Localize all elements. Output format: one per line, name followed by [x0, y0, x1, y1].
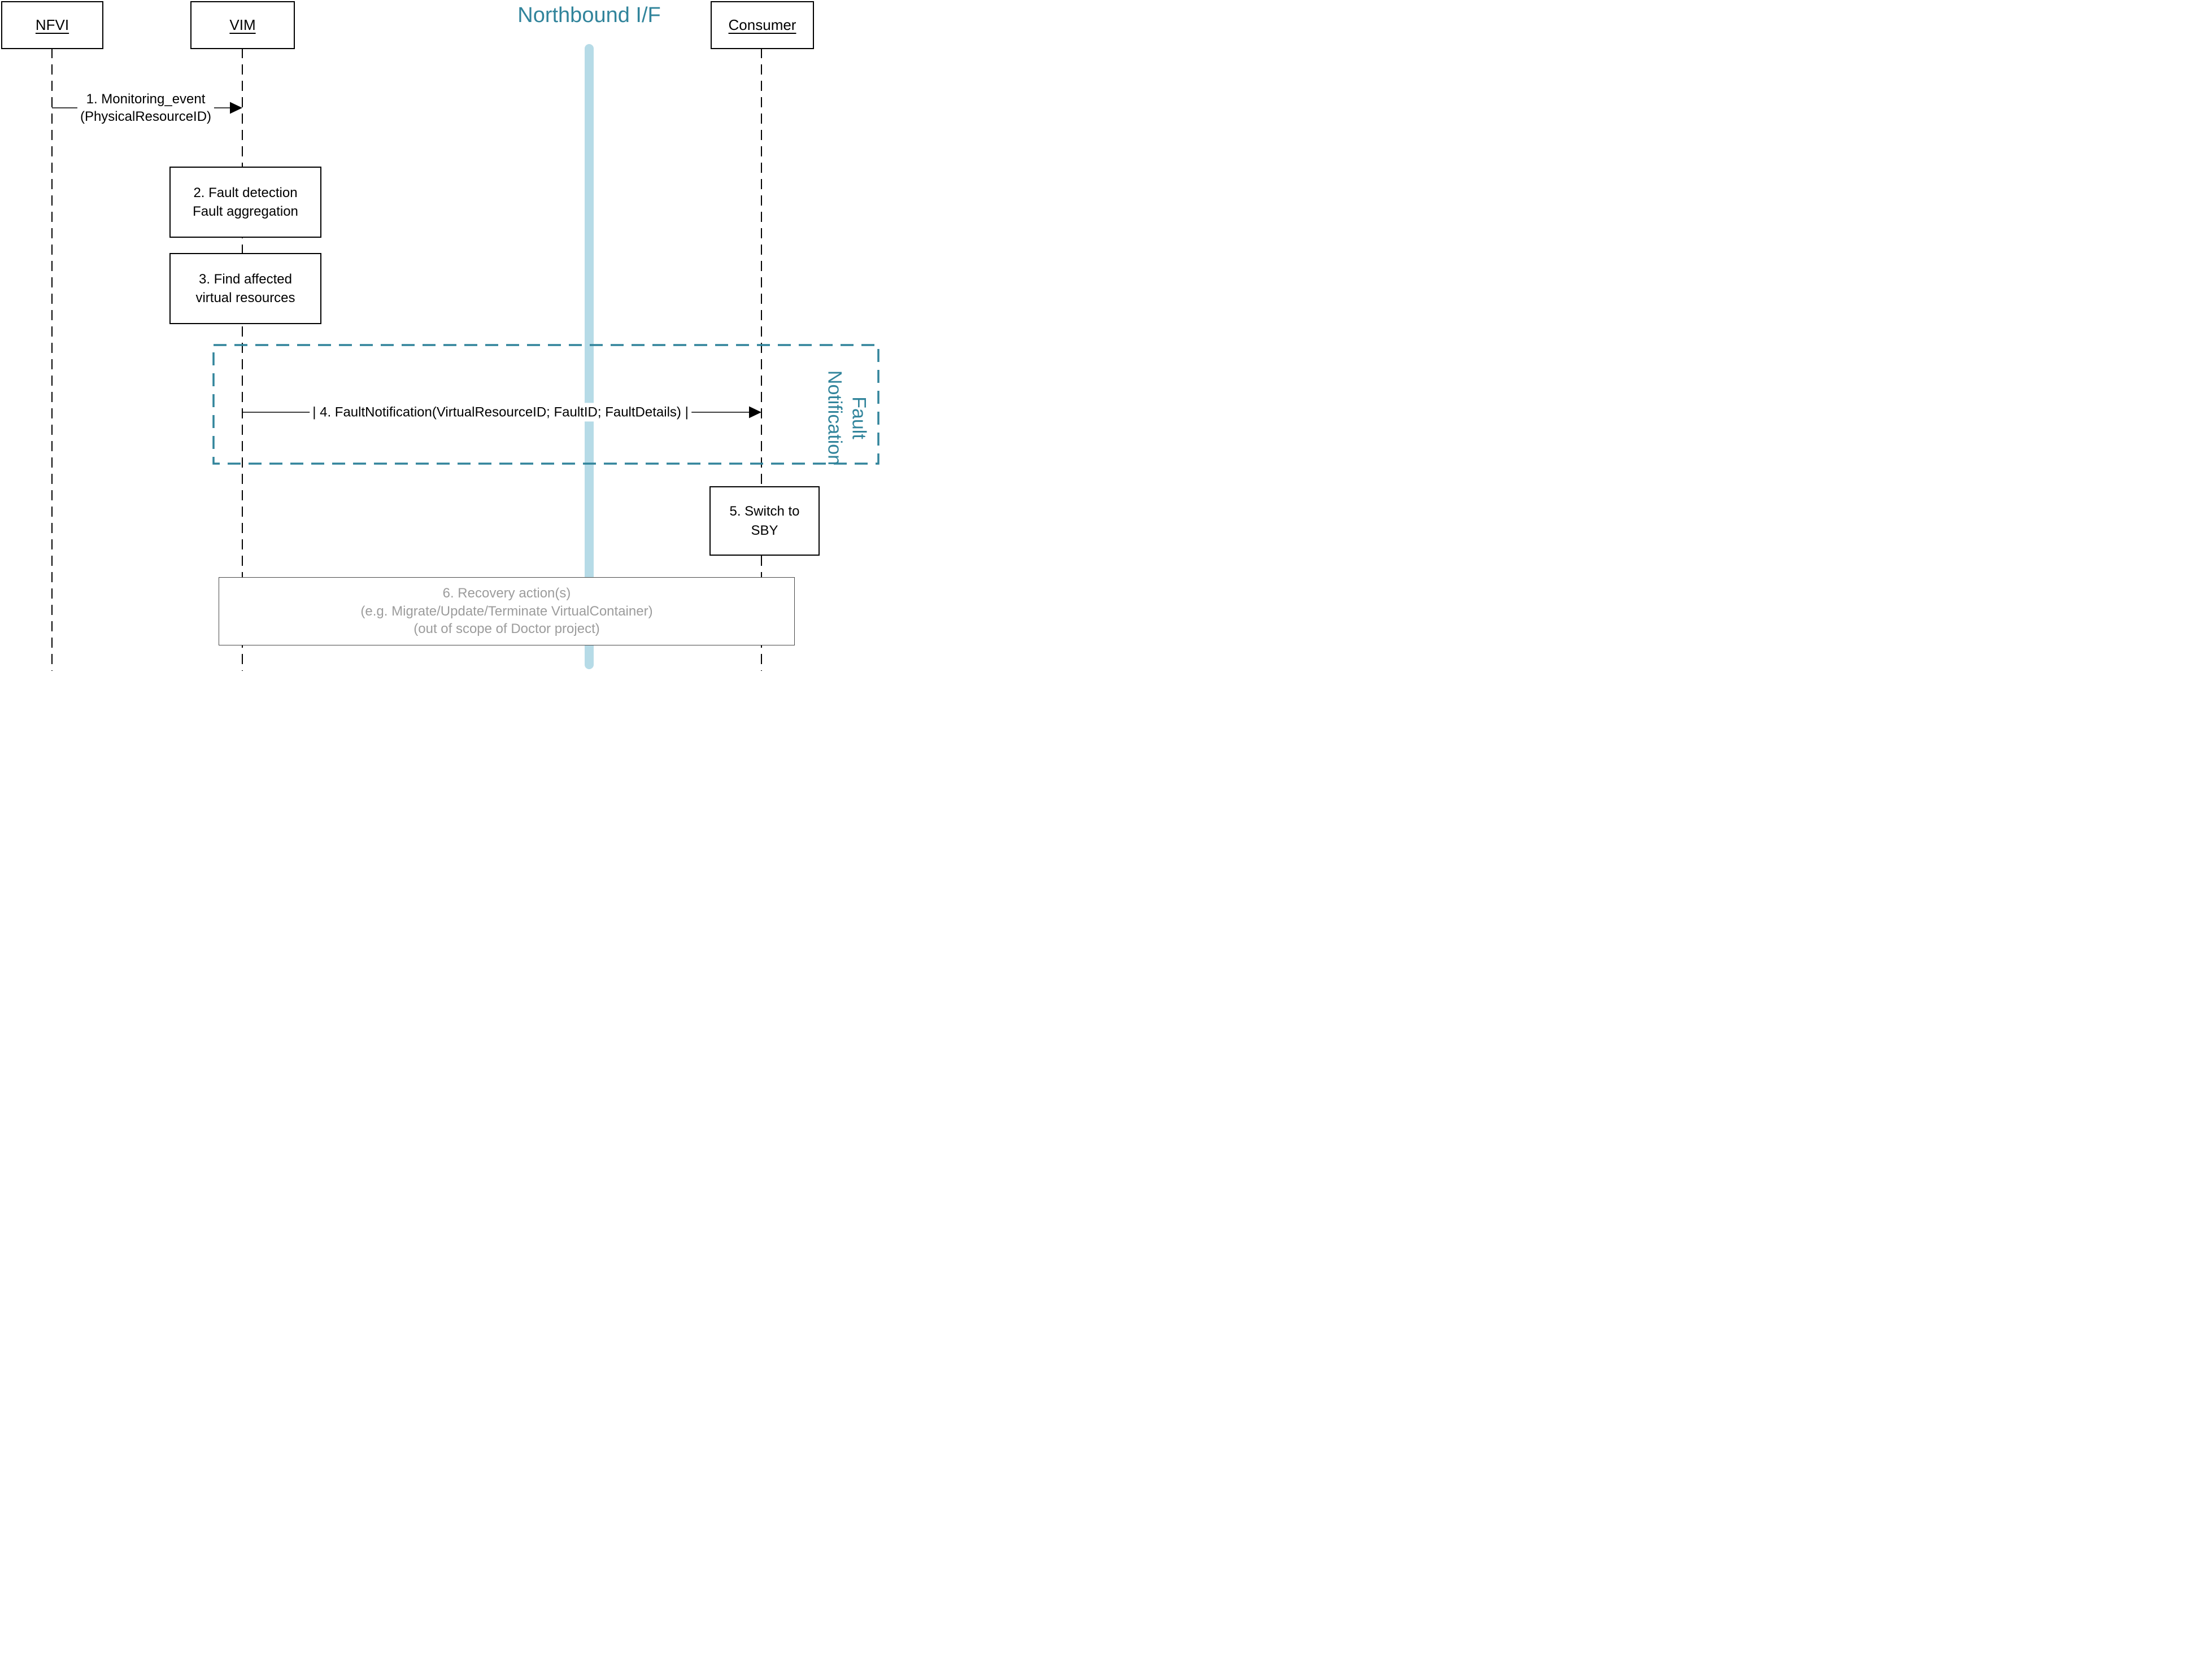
monitoring-event-label-line2: (PhysicalResourceID): [80, 109, 212, 124]
fault-detection-line2: Fault aggregation: [193, 204, 298, 219]
actor-box-vim: VIM: [190, 1, 295, 49]
northbound-title: Northbound I/F: [517, 3, 661, 27]
fault-notification-group-frame: [212, 344, 880, 465]
find-affected-line2: virtual resources: [195, 290, 295, 306]
switch-to-sby-line1: 5. Switch to: [729, 504, 800, 520]
fault-notification-label: | 4. FaultNotification(VirtualResourceID…: [310, 403, 691, 422]
actor-box-nfvi: NFVI: [1, 1, 103, 49]
group-label-line2: Notification: [824, 370, 846, 466]
actor-label-vim: VIM: [229, 16, 256, 33]
switch-to-sby-line2: SBY: [751, 522, 778, 538]
step-box-find-affected: 3. Find affected virtual resources: [169, 253, 321, 324]
find-affected-line1: 3. Find affected: [199, 271, 292, 287]
monitoring-event-label-line1: 1. Monitoring_event: [86, 91, 206, 107]
step-box-switch-to-sby: 5. Switch to SBY: [709, 486, 820, 556]
sequence-diagram: NFVI VIM Consumer Northbound I/F 1. Moni…: [0, 0, 881, 672]
recovery-action-line3: (out of scope of Doctor project): [413, 621, 600, 637]
recovery-action-line1: 6. Recovery action(s): [442, 585, 571, 601]
step-box-recovery-action: 6. Recovery action(s) (e.g. Migrate/Upda…: [219, 577, 795, 645]
group-label-line1: Fault: [848, 396, 870, 439]
fault-detection-line1: 2. Fault detection: [193, 185, 298, 200]
recovery-action-line2: (e.g. Migrate/Update/Terminate VirtualCo…: [360, 603, 653, 619]
fault-notification-group-label: Fault Notification: [823, 370, 871, 465]
actor-box-consumer: Consumer: [711, 1, 814, 49]
step-box-fault-detection: 2. Fault detection Fault aggregation: [169, 167, 321, 238]
actor-label-consumer: Consumer: [728, 16, 796, 33]
actor-label-nfvi: NFVI: [35, 16, 69, 33]
arrowhead-icon: [230, 102, 242, 114]
arrowhead-icon: [749, 406, 761, 418]
northbound-lifeline: [585, 44, 594, 669]
monitoring-event-label: 1. Monitoring_event (PhysicalResourceID): [77, 89, 215, 126]
